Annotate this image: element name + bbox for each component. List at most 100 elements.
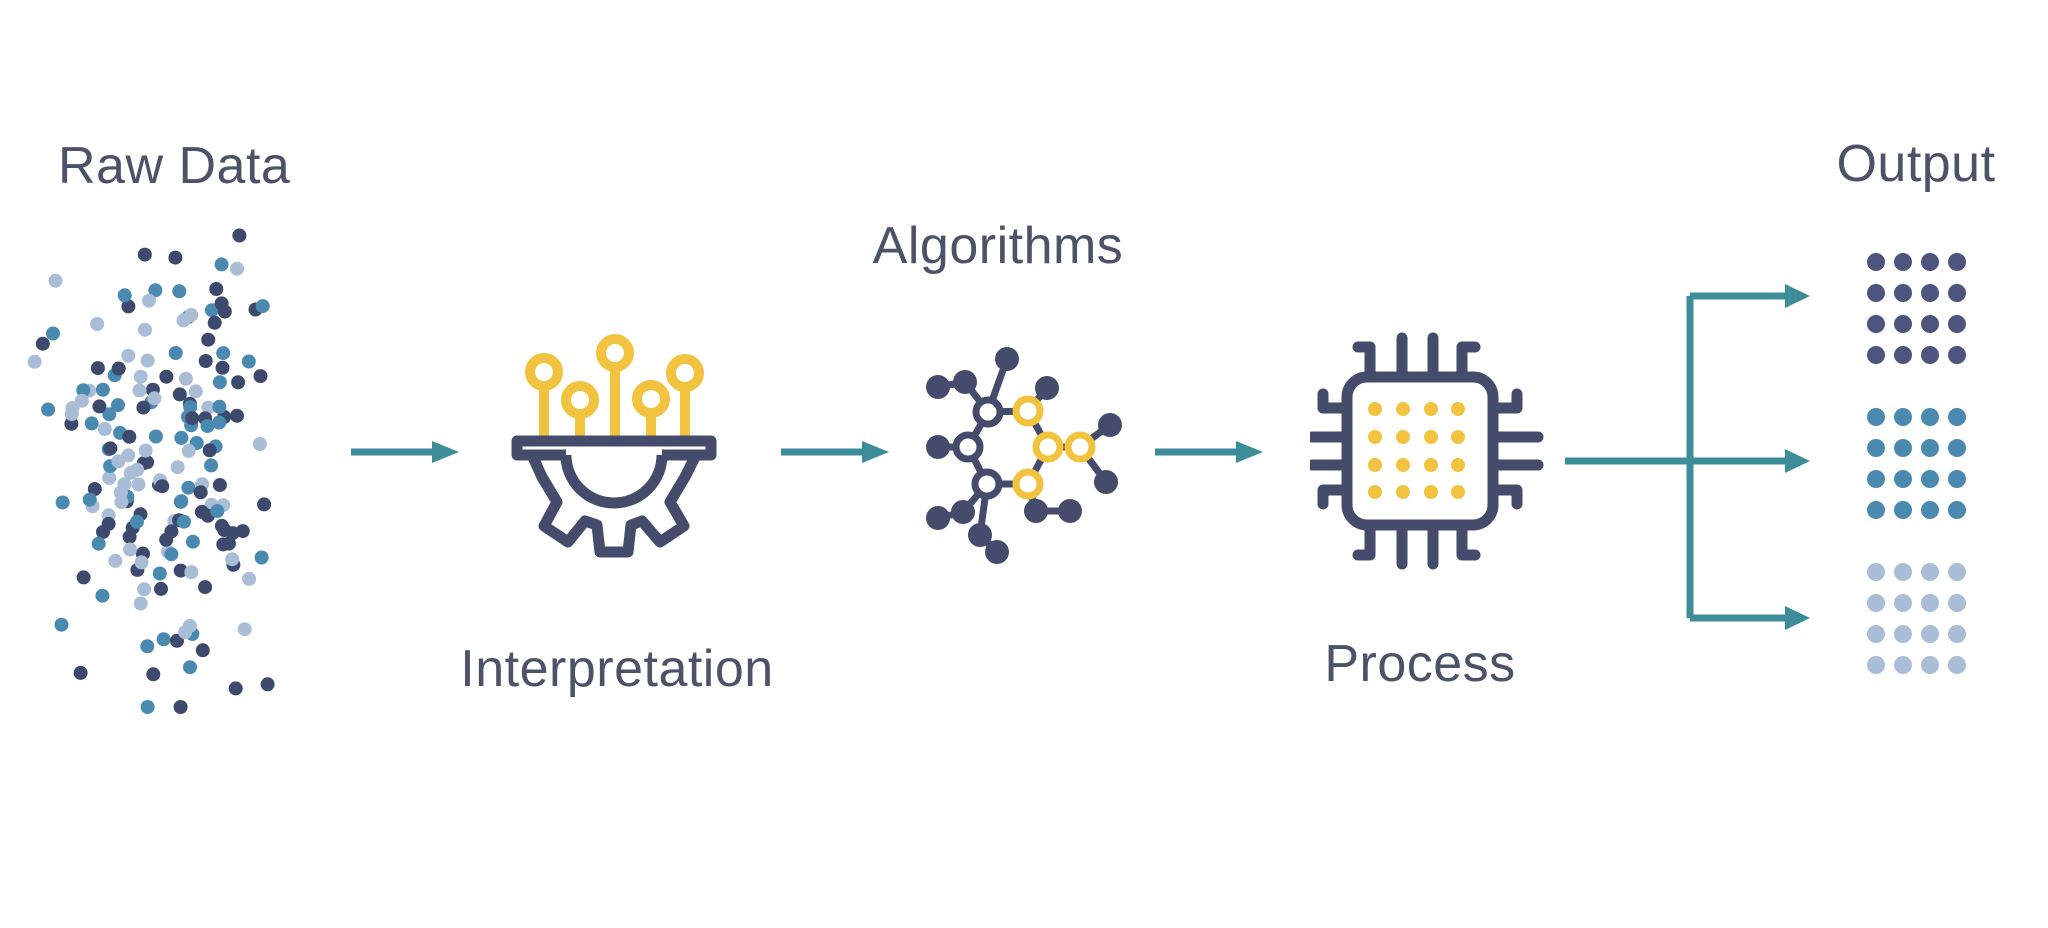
output-dot <box>1948 656 1966 674</box>
raw-data-dot <box>155 479 170 494</box>
output-dot <box>1921 408 1939 426</box>
raw-data-dot <box>95 382 110 397</box>
raw-data-dot <box>174 430 189 445</box>
raw-data-dot <box>216 346 231 361</box>
raw-data-dot <box>176 514 191 529</box>
interpretation-label: Interpretation <box>460 640 774 698</box>
output-dot <box>1948 563 1966 581</box>
output-dot <box>1867 625 1885 643</box>
raw-data-dot <box>48 273 63 288</box>
output-dot <box>1894 625 1912 643</box>
output-dot <box>1921 625 1939 643</box>
raw-data-dot <box>241 354 256 369</box>
raw-data-dot <box>148 283 163 298</box>
raw-data-dot <box>111 454 126 469</box>
raw-data-dot <box>95 588 110 603</box>
raw-data-dot <box>84 416 99 431</box>
raw-data-dot <box>92 399 107 414</box>
raw-data-dot <box>185 411 200 426</box>
raw-data-dot <box>46 326 60 341</box>
raw-data-dot <box>76 383 91 398</box>
raw-data-dot <box>103 441 118 456</box>
raw-data-dot <box>181 480 196 495</box>
raw-data-dot <box>168 346 183 360</box>
raw-data-dot <box>140 353 155 368</box>
output-dot <box>1921 501 1939 519</box>
output-dot <box>1867 315 1885 333</box>
raw-data-dot <box>159 532 174 547</box>
raw-data-dot <box>228 681 243 696</box>
algorithms-molecule-icon <box>926 347 1122 564</box>
cpu-dot-matrix <box>1368 402 1465 499</box>
output-dot <box>1948 346 1966 364</box>
output-dot <box>1894 315 1912 333</box>
raw-data-dot <box>132 383 147 398</box>
output-dot <box>1921 594 1939 612</box>
output-dot <box>1867 253 1885 271</box>
raw-data-dot <box>156 632 171 647</box>
raw-data-dot <box>232 228 247 243</box>
raw-data-dot <box>117 288 132 303</box>
raw-data-dot <box>185 534 200 549</box>
raw-data-dot <box>54 617 69 632</box>
output-dot <box>1867 284 1885 302</box>
raw-data-dot <box>137 247 152 262</box>
raw-data-dot <box>146 667 161 682</box>
raw-data-dot <box>212 478 227 492</box>
raw-data-dot <box>164 547 179 562</box>
raw-data-dot <box>76 570 91 585</box>
raw-data-dot <box>130 462 145 477</box>
raw-data-dot <box>131 477 146 492</box>
output-dot <box>1948 470 1966 488</box>
raw-data-dot <box>253 369 268 384</box>
raw-data-dot <box>121 299 136 314</box>
raw-data-dot <box>198 354 213 368</box>
raw-data-dot <box>121 348 136 363</box>
algorithms-label: Algorithms <box>872 217 1124 275</box>
raw-data-dot <box>174 494 189 509</box>
raw-data-dot <box>212 415 227 430</box>
raw-data-dot <box>159 369 174 384</box>
raw-data-dot <box>183 660 197 675</box>
output-dot <box>1867 501 1885 519</box>
process-cpu-icon <box>1310 332 1544 570</box>
raw-data-dot <box>55 495 70 510</box>
raw-data-dot <box>97 422 112 436</box>
raw-data-dot <box>142 293 156 308</box>
raw-data-dot <box>195 643 210 658</box>
raw-data-dot <box>214 296 229 311</box>
raw-data-dot <box>147 391 162 406</box>
output-dot <box>1921 284 1939 302</box>
raw-data-dot <box>182 618 197 633</box>
raw-data-dot <box>181 443 196 458</box>
output-dot <box>1894 563 1912 581</box>
raw-data-dot <box>201 400 216 415</box>
raw-data-dot <box>254 550 269 565</box>
raw-data-dot <box>183 400 198 415</box>
output-dot <box>1921 315 1939 333</box>
raw-data-dot <box>210 504 225 518</box>
raw-data-dot <box>207 315 222 330</box>
raw-data-dot <box>214 257 229 272</box>
raw-data-dot <box>212 375 227 390</box>
raw-data-dot <box>108 553 123 568</box>
raw-data-dot <box>225 526 240 541</box>
raw-data-dot <box>260 677 275 692</box>
raw-data-dot <box>122 529 137 544</box>
raw-data-dot <box>173 563 188 578</box>
output-dot <box>1867 594 1885 612</box>
raw-data-dot <box>137 582 152 597</box>
output-dot <box>1867 346 1885 364</box>
branch-arrows-icon <box>1565 284 1810 630</box>
raw-data-scatter-icon <box>27 228 275 714</box>
raw-data-dot <box>130 514 144 529</box>
raw-data-dot <box>90 317 105 331</box>
raw-data-dot <box>41 402 56 417</box>
output-dot <box>1921 563 1939 581</box>
raw-data-dot <box>111 361 126 376</box>
output-dot <box>1948 284 1966 302</box>
raw-data-dot <box>138 322 152 337</box>
output-dot <box>1894 594 1912 612</box>
raw-data-dot <box>133 596 148 611</box>
raw-data-dot <box>136 400 151 415</box>
